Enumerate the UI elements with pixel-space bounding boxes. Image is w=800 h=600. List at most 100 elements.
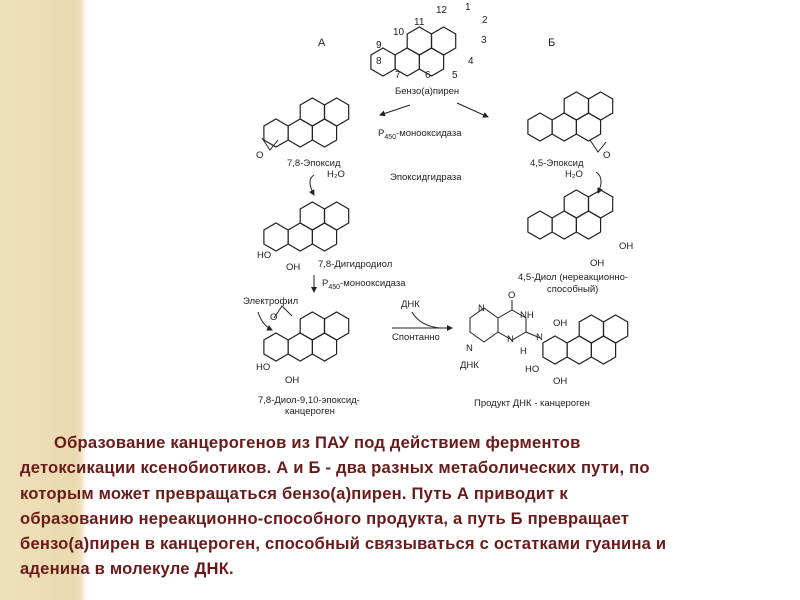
- aromatic-ring: [563, 91, 590, 121]
- diol-epoxide-label-1: 7,8-Диол-9,10-эпоксид-: [258, 395, 360, 406]
- reaction-scheme-diagram: [257, 26, 629, 365]
- arrow-to-path-b: [456, 102, 489, 118]
- atom-number-3: 3: [481, 35, 487, 46]
- atom-n: N: [478, 303, 485, 314]
- dna-product-label: Продукт ДНК - канцероген: [474, 398, 590, 409]
- atom-number-12: 12: [436, 5, 448, 16]
- enzyme-suffix: -монооксидаза: [396, 128, 462, 139]
- path-b-label: Б: [548, 37, 556, 49]
- arrow-electrophile: [257, 311, 273, 331]
- caption-line: Образование канцерогенов из ПАУ под дейс…: [54, 433, 581, 452]
- epoxide-45-structure: [527, 91, 614, 142]
- dihydrodiol-structure: [263, 201, 350, 252]
- caption-line: образованию нереакционно-способного прод…: [20, 508, 630, 528]
- spontaneous-label: Спонтанно: [392, 332, 440, 343]
- atom-number-9: 9: [376, 40, 382, 51]
- aromatic-ring: [299, 201, 326, 231]
- atom-n: N: [536, 332, 543, 343]
- slide-caption: Образование канцерогенов из ПАУ под дейс…: [20, 430, 790, 582]
- aromatic-ring: [527, 112, 553, 142]
- atom-number-2: 2: [482, 15, 488, 26]
- aromatic-ring: [587, 91, 614, 121]
- epoxide-o-left: [261, 137, 279, 151]
- atom-oh: OH: [590, 258, 605, 269]
- atom-number-5: 5: [452, 70, 458, 81]
- diol-epoxide-structure: [263, 311, 350, 362]
- guanine-n-link: [525, 331, 541, 339]
- aromatic-ring: [299, 97, 326, 127]
- aromatic-ring: [287, 332, 313, 362]
- epoxide-78-structure: [263, 97, 350, 148]
- caption-line: которым может превращаться бензо(а)пирен…: [20, 483, 568, 503]
- guanine-ring: [469, 300, 527, 343]
- enzyme-prefix: P: [322, 278, 329, 289]
- atom-number-7: 7: [395, 70, 401, 81]
- aromatic-ring: [575, 112, 602, 142]
- arrow-hydration-a: [309, 174, 315, 196]
- atom-h: H: [520, 346, 527, 357]
- atom-o: O: [508, 290, 516, 301]
- enzyme-suffix: -монооксидаза: [340, 278, 406, 289]
- atom-number-8: 8: [376, 56, 382, 67]
- arrow-hydration-b: [595, 171, 603, 194]
- aromatic-ring: [323, 97, 350, 127]
- benzopyrene-label: Бензо(а)пирен: [395, 86, 460, 97]
- atom-nh: NH: [520, 310, 534, 321]
- aromatic-ring: [575, 210, 602, 240]
- aromatic-ring: [299, 311, 326, 341]
- epoxide-o-right: [589, 139, 607, 153]
- arrow-dna-curve: [411, 311, 441, 329]
- caption-line: детоксикации ксенобиотиков. А и Б - два …: [20, 458, 650, 478]
- aromatic-ring: [566, 335, 593, 365]
- diol45-label-2: способный): [547, 284, 599, 295]
- aromatic-ring: [430, 26, 457, 56]
- atom-ho: HO: [257, 250, 272, 261]
- aromatic-ring: [590, 335, 617, 365]
- aromatic-ring: [551, 210, 578, 240]
- benzopyrene-structure: [370, 26, 457, 77]
- aromatic-ring: [551, 112, 578, 142]
- atom-number-10: 10: [393, 27, 405, 38]
- aromatic-ring: [311, 332, 338, 362]
- aromatic-ring: [323, 201, 350, 231]
- atom-o: O: [256, 150, 264, 161]
- epoxide-45-label: 4,5-Эпоксид: [530, 158, 584, 169]
- diol45-label-1: 4,5-Диол (нереакционно-: [518, 272, 629, 283]
- atom-ho: HO: [256, 362, 271, 373]
- atom-oh: OH: [553, 376, 568, 387]
- epoxide-o-diolepoxide: [273, 305, 293, 319]
- atom-oh: OH: [553, 318, 568, 329]
- aromatic-ring: [263, 222, 289, 252]
- aromatic-ring: [323, 311, 350, 341]
- atom-n: N: [507, 334, 514, 345]
- enzyme-p450-label: P450-монооксидаза: [378, 128, 462, 143]
- enzyme-p450-label-2: P450-монооксидаза: [322, 278, 406, 293]
- atom-oh: OH: [285, 375, 300, 386]
- atom-oh: OH: [286, 262, 301, 273]
- aromatic-ring: [311, 118, 338, 148]
- atom-n: N: [466, 343, 473, 354]
- enzyme-prefix: P: [378, 128, 385, 139]
- atom-number-11: 11: [414, 17, 425, 28]
- decorative-sidebar: [0, 0, 87, 600]
- aromatic-ring: [542, 335, 568, 365]
- diol45-structure: [527, 189, 614, 240]
- water-left-label: H₂O: [327, 169, 345, 180]
- caption-line: бензо(а)пирен в канцероген, способный св…: [20, 534, 667, 554]
- path-a-label: А: [318, 37, 326, 49]
- dna-adduct-structure: [542, 314, 629, 365]
- aromatic-ring: [287, 118, 313, 148]
- aromatic-ring: [287, 222, 313, 252]
- atom-oh: OH: [619, 241, 634, 252]
- epoxide-78-label: 7,8-Эпоксид: [287, 158, 341, 169]
- atom-ho: HO: [525, 364, 540, 375]
- aromatic-ring: [311, 222, 338, 252]
- atom-dna: ДНК: [460, 360, 479, 371]
- dihydrodiol-label: 7,8-Дигидродиол: [318, 259, 393, 270]
- aromatic-ring: [602, 314, 629, 344]
- electrophile-label: Электрофил: [243, 296, 299, 307]
- caption-line: аденина в молекуле ДНК.: [20, 559, 234, 579]
- aromatic-ring: [587, 189, 614, 219]
- water-right-label: H₂O: [565, 169, 583, 180]
- enzyme-sub: 450: [328, 283, 341, 291]
